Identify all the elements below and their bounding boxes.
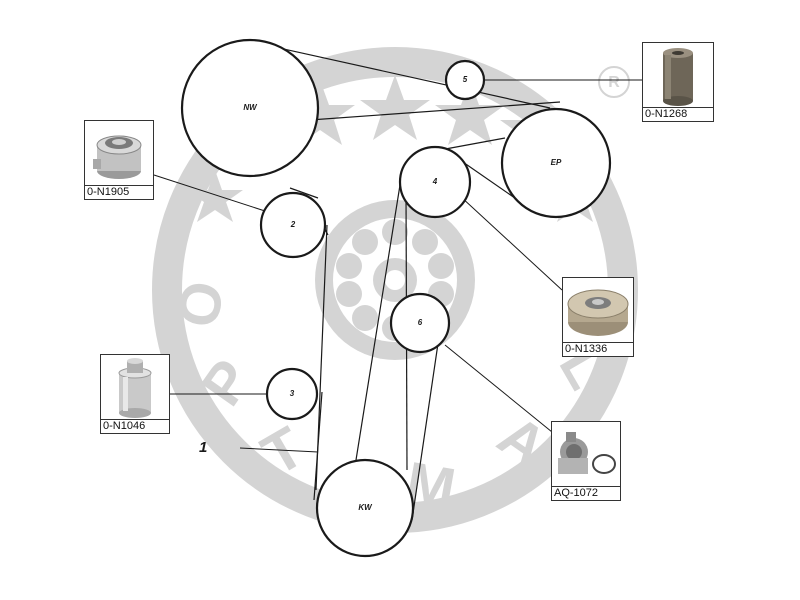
belt-segment xyxy=(439,137,506,151)
pulley-circle xyxy=(398,145,472,219)
svg-text:O: O xyxy=(165,276,237,332)
pulley-nw: NW xyxy=(180,38,320,178)
pulley-label: 2 xyxy=(290,220,296,229)
timing-belt xyxy=(251,41,561,521)
idler-roller-icon xyxy=(643,43,713,108)
pulley-kw: KW xyxy=(315,458,415,558)
part-box-idler-4: 0-N1336 xyxy=(562,277,634,357)
pulley-circle xyxy=(389,292,451,354)
idler-pulley-icon xyxy=(563,278,633,343)
idler-bearing-icon xyxy=(101,355,169,420)
pulley-label: KW xyxy=(358,503,373,512)
leader-lines xyxy=(153,79,642,453)
registered-mark-letter: R xyxy=(608,74,620,91)
pulley-circle xyxy=(259,191,327,259)
belt-segment xyxy=(309,101,561,121)
pulley-3: 3 xyxy=(265,367,319,421)
pulley-circle xyxy=(444,59,486,101)
part-code: 0-N1046 xyxy=(101,419,169,433)
belt-segment xyxy=(411,329,441,521)
belt-label: 1 xyxy=(199,439,207,456)
belt-segment xyxy=(313,391,323,501)
belt-segment xyxy=(355,184,401,461)
pulley-label: 3 xyxy=(290,389,295,398)
pulley-label: 6 xyxy=(418,318,423,327)
pulley-ep: EP xyxy=(500,107,612,219)
part-box-water-pump: AQ-1072 xyxy=(551,421,621,501)
belt-segment xyxy=(289,187,319,199)
pulley-circle xyxy=(500,107,612,219)
pulley-6: 6 xyxy=(389,292,451,354)
part-box-tensioner: 0-N1905 xyxy=(84,120,154,200)
pulley-4: 4 xyxy=(398,145,472,219)
part-code: AQ-1072 xyxy=(552,486,620,500)
part-box-idler-3: 0-N1046 xyxy=(100,354,170,434)
leader-line xyxy=(153,174,269,213)
pulley-2: 2 xyxy=(259,191,327,259)
pulley-circle xyxy=(315,458,415,558)
part-code: 0-N1268 xyxy=(643,107,713,121)
pulley-5: 5 xyxy=(444,59,486,101)
leader-line xyxy=(444,344,553,433)
pulley-circle xyxy=(265,367,319,421)
part-code: 0-N1905 xyxy=(85,185,153,199)
pulley-label: NW xyxy=(243,103,258,112)
leader-line xyxy=(459,195,563,291)
tensioner-pulley-icon xyxy=(85,121,153,186)
belt-segment xyxy=(251,41,551,109)
water-pump-icon xyxy=(552,422,620,487)
part-code: 0-N1336 xyxy=(563,342,633,356)
leader-line xyxy=(239,447,319,453)
pulley-circle xyxy=(180,38,320,178)
registered-mark: R xyxy=(598,66,630,98)
part-box-idler-5: 0-N1268 xyxy=(642,42,714,122)
pulley-label: 4 xyxy=(432,177,438,186)
pulley-label: EP xyxy=(551,158,562,167)
pulley-label: 5 xyxy=(463,75,468,84)
